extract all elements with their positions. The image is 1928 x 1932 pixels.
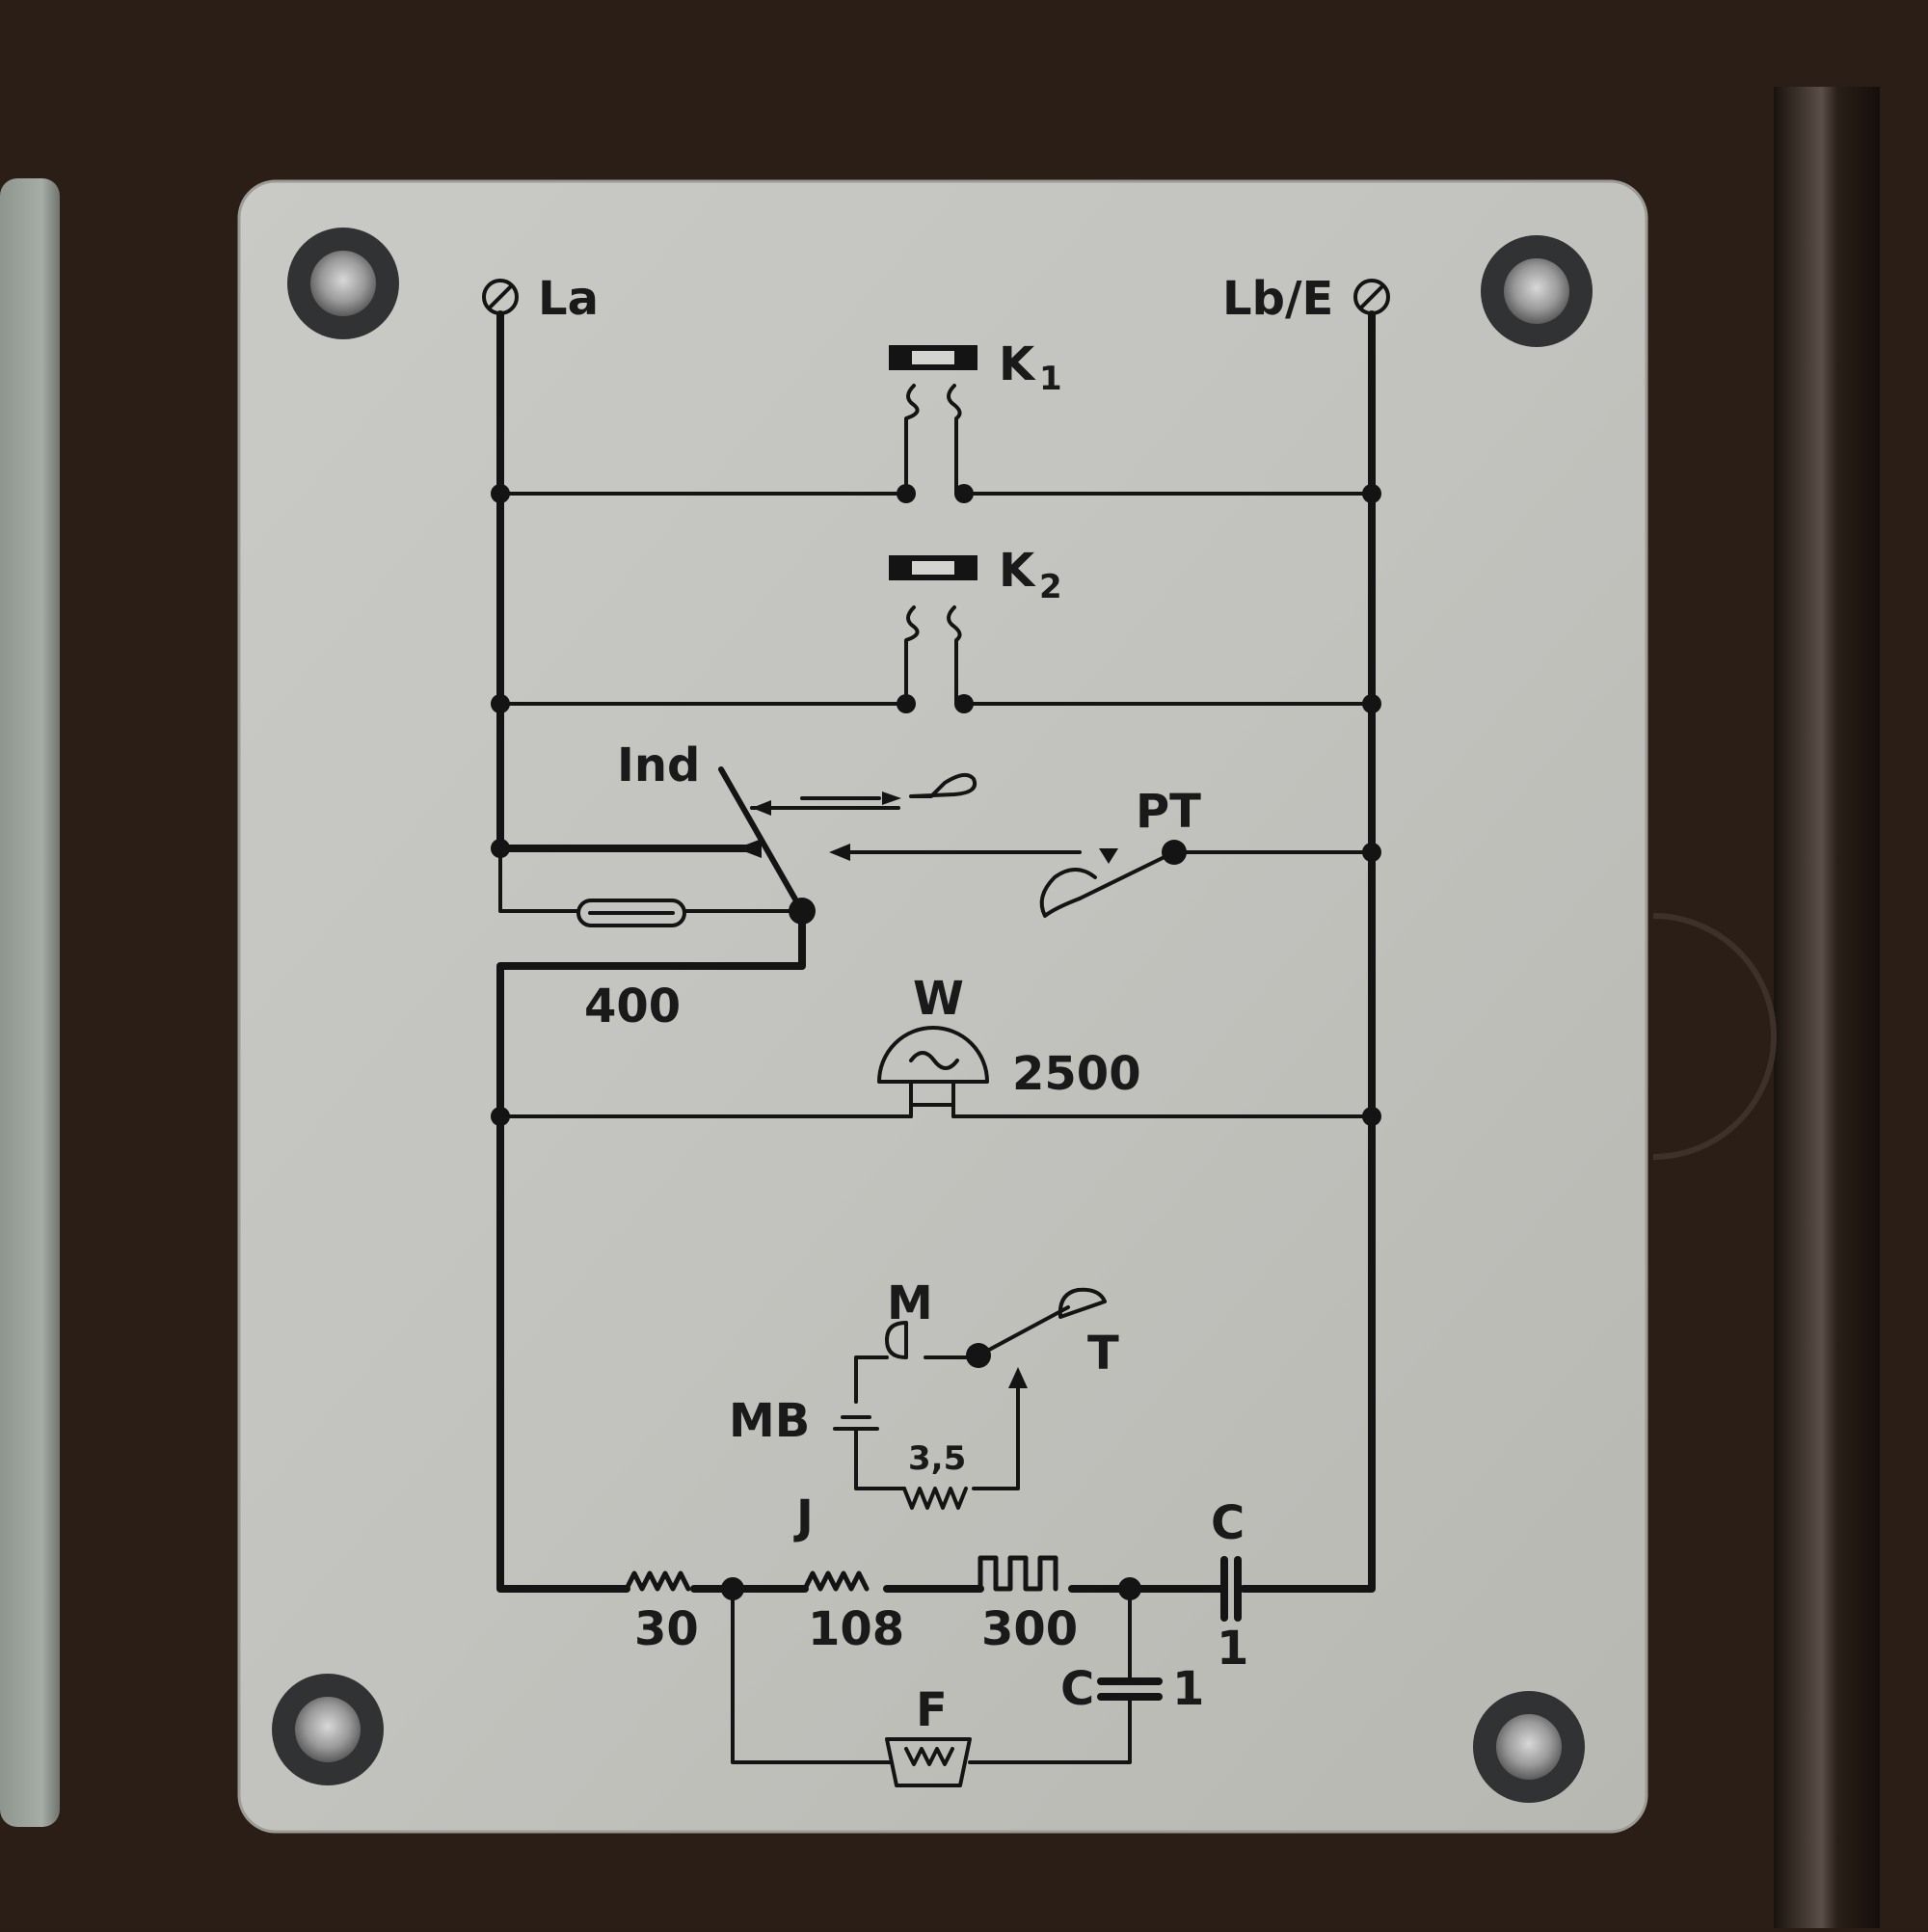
resistor-108-label: 108 xyxy=(808,1602,904,1656)
transformer-label: J xyxy=(793,1490,814,1544)
housing-arc xyxy=(1652,913,1777,1160)
housing-rail xyxy=(1774,87,1880,1928)
receiver-label: T xyxy=(1087,1327,1119,1381)
mic-circuit xyxy=(833,1287,1107,1510)
cap-shunt-label: C xyxy=(1060,1662,1094,1716)
screw-top-right-icon xyxy=(1481,235,1593,347)
screw-top-left-icon xyxy=(287,228,399,339)
mic-battery-label: MB xyxy=(729,1394,810,1448)
ind-switch xyxy=(491,766,977,925)
k1-index: 1 xyxy=(1039,360,1062,398)
ind-label: Ind xyxy=(617,738,700,792)
cap-series-label: C xyxy=(1211,1496,1245,1550)
mic-label: M xyxy=(887,1276,933,1330)
cap-shunt-value: 1 xyxy=(1172,1662,1204,1716)
coil-400-label: 400 xyxy=(584,979,681,1033)
main-buses xyxy=(496,310,1376,1593)
terminal-la-label: La xyxy=(538,272,599,326)
k2-letter: K xyxy=(999,544,1036,598)
left-metal-strip xyxy=(0,178,60,1827)
bell-icon xyxy=(491,1026,1381,1126)
coil-400 xyxy=(498,846,804,927)
k2-index: 2 xyxy=(1039,568,1062,606)
k1-switch xyxy=(491,345,1381,503)
f-label: F xyxy=(916,1683,948,1737)
resistor-35-label: 3,5 xyxy=(908,1439,966,1478)
screw-bottom-left-icon xyxy=(272,1674,384,1785)
resistor-30-label: 30 xyxy=(634,1602,699,1656)
bell-label: W xyxy=(913,972,964,1026)
schematic-plate xyxy=(237,179,1648,1834)
k1-letter: K xyxy=(999,337,1036,391)
cap-series-value: 1 xyxy=(1217,1622,1248,1676)
pt-label: PT xyxy=(1136,785,1201,839)
k2-switch xyxy=(491,555,1381,713)
terminal-lbe-label: Lb/E xyxy=(1222,272,1333,326)
shunt-branch xyxy=(731,1587,1163,1787)
bell-value: 2500 xyxy=(1012,1047,1141,1101)
resistor-300-label: 300 xyxy=(981,1602,1078,1656)
pt-switch xyxy=(829,840,1381,918)
screw-bottom-right-icon xyxy=(1473,1691,1585,1803)
